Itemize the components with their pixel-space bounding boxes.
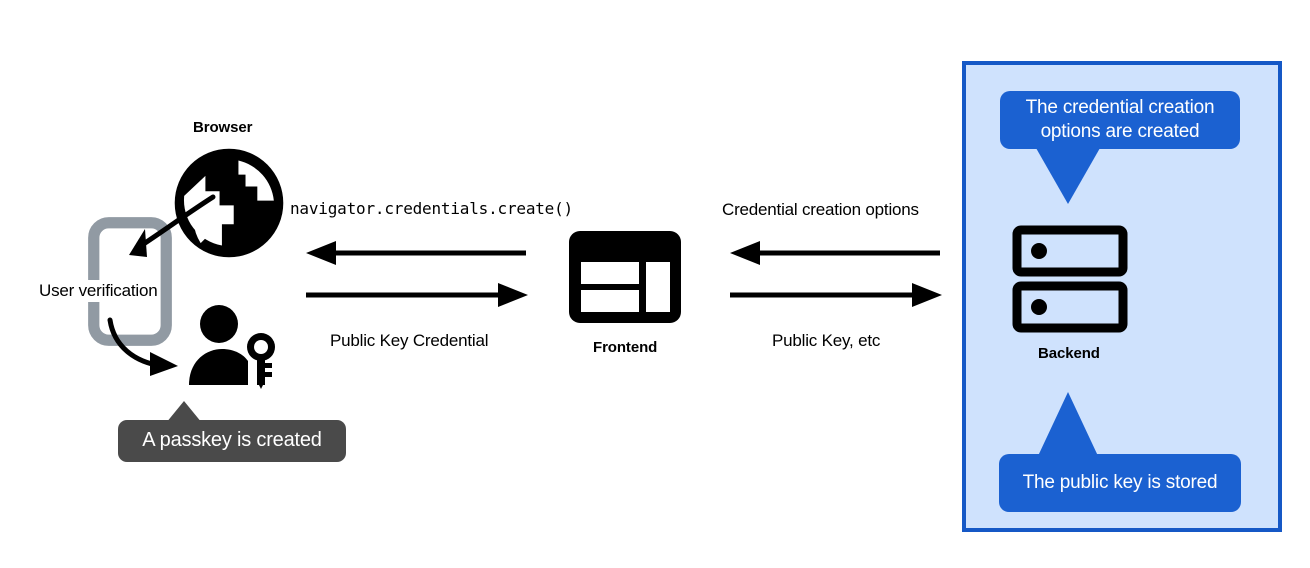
- credential-options-tooltip-pointer: [1036, 148, 1100, 204]
- frontend-label: Frontend: [593, 339, 658, 356]
- tooltip-passkey-created: A passkey is created: [118, 420, 346, 462]
- web-layout-icon: [568, 230, 682, 324]
- arrow-backend-to-frontend: [730, 240, 942, 266]
- arrow-frontend-to-backend: [730, 282, 942, 308]
- message-navigator-create: navigator.credentials.create(): [290, 199, 573, 218]
- message-credential-creation-options: Credential creation options: [722, 200, 919, 219]
- backend-label: Backend: [1038, 345, 1100, 362]
- device-to-user-arrow: [100, 316, 210, 396]
- user-verification-label: User verification: [36, 280, 161, 302]
- browser-label: Browser: [193, 119, 253, 136]
- server-rack-icon: [1012, 225, 1128, 334]
- message-public-key-etc: Public Key, etc: [772, 331, 881, 350]
- passkey-tooltip-pointer: [166, 401, 202, 423]
- user-with-key-icon: [186, 305, 286, 390]
- public-key-stored-tooltip-pointer: [1038, 392, 1098, 456]
- tooltip-public-key-stored: The public key is stored: [999, 454, 1241, 512]
- browser-to-device-arrow: [95, 185, 225, 280]
- arrow-browser-to-frontend: [306, 282, 528, 308]
- tooltip-credential-options-created: The credential creation options are crea…: [1000, 91, 1240, 149]
- message-public-key-credential: Public Key Credential: [330, 331, 489, 350]
- arrow-frontend-to-browser: [306, 240, 528, 266]
- globe-icon: [170, 144, 288, 262]
